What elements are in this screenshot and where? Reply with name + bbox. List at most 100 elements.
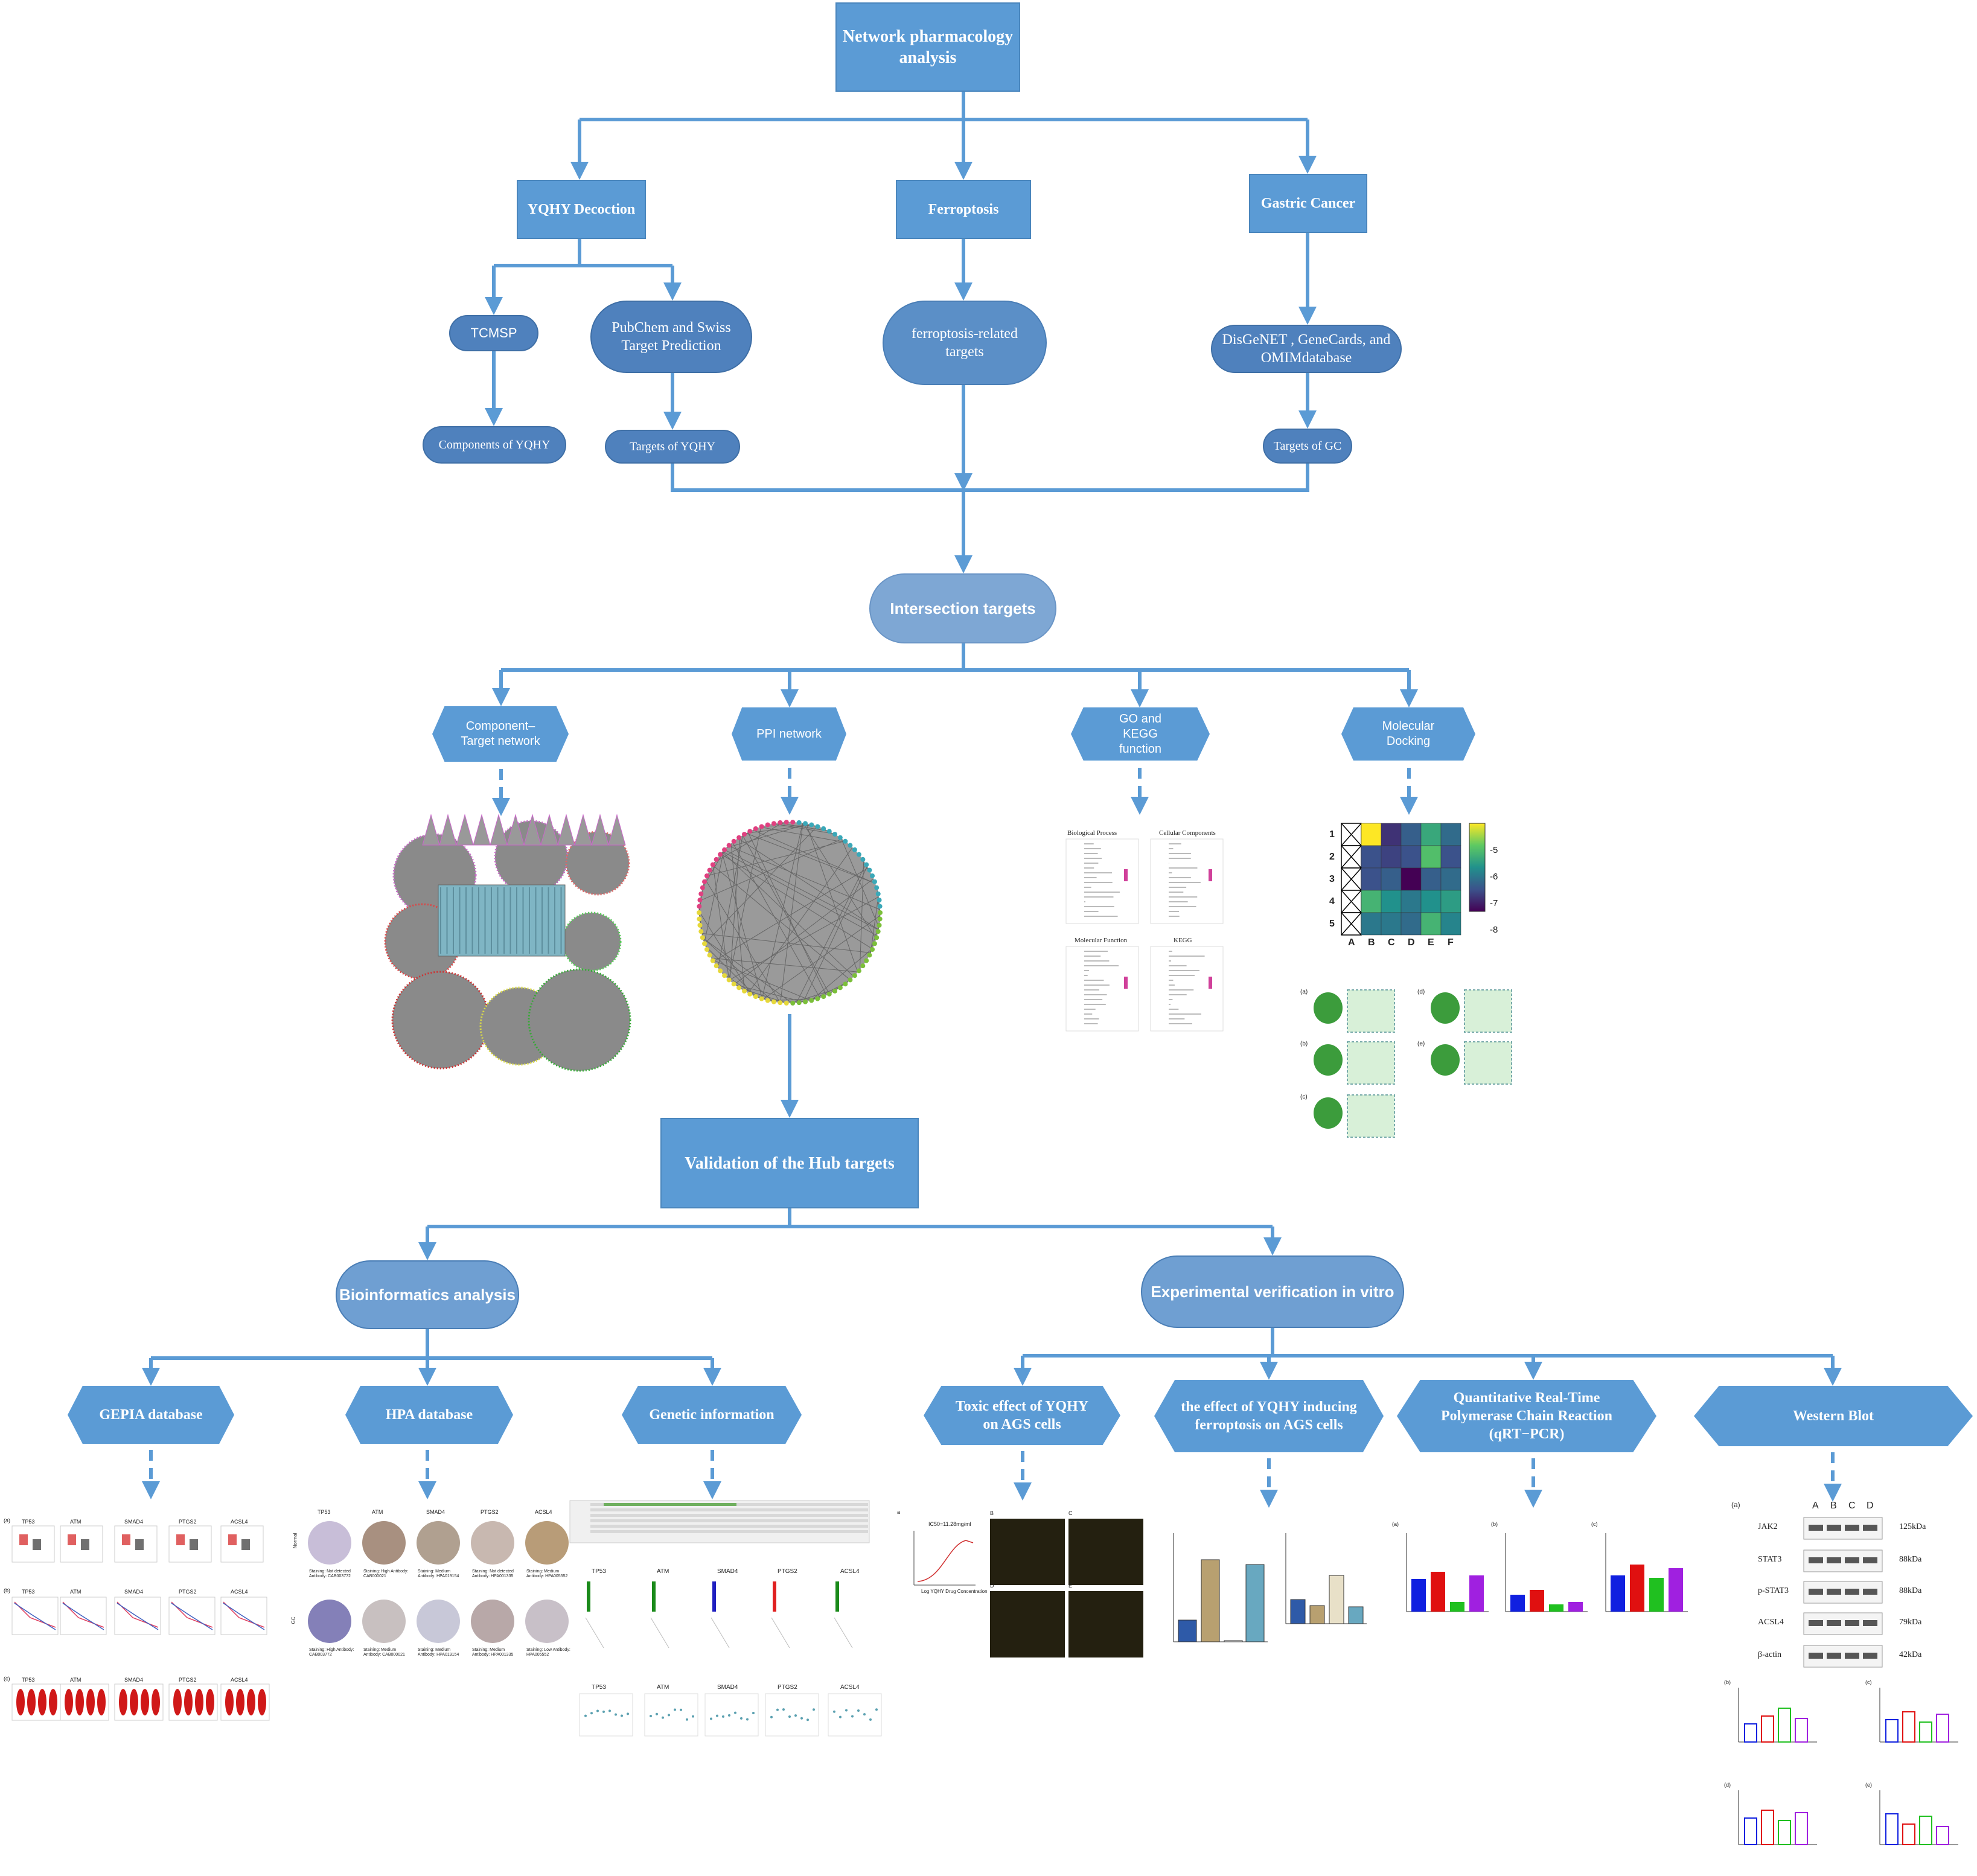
- ppi-node: [832, 832, 837, 837]
- genetic-dot-panel: [580, 1694, 633, 1736]
- wb-band: [1845, 1653, 1859, 1659]
- heatmap-cell: [1381, 913, 1401, 935]
- wb-band: [1845, 1525, 1859, 1531]
- effect-bar: [1291, 1600, 1305, 1624]
- docking-label: (a): [1300, 989, 1308, 995]
- ppi-node: [718, 968, 723, 973]
- ppi-node: [790, 820, 795, 825]
- wb-lane-label: D: [1867, 1501, 1874, 1511]
- gepia-box: [241, 1539, 250, 1550]
- toxic-effect-node: Toxic effect of YQHY on AGS cells: [924, 1386, 1120, 1445]
- gepia-violin: [38, 1689, 46, 1715]
- docking-heatmap: [1341, 823, 1485, 935]
- yqhy-decoction-box: YQHY Decoction: [517, 180, 646, 239]
- tcmsp-node: TCMSP: [449, 315, 538, 351]
- ppi-node: [707, 952, 712, 957]
- ppi-node: [727, 843, 732, 848]
- gepia-gene-label: PTGS2: [179, 1677, 197, 1683]
- wb-band: [1827, 1653, 1841, 1659]
- network-spike: [456, 815, 473, 845]
- fluorescence-panel: [990, 1519, 1065, 1585]
- ppi-node: [732, 981, 736, 986]
- ppi-node: [747, 829, 752, 834]
- wb-band: [1863, 1653, 1877, 1659]
- gepia-violin: [152, 1689, 160, 1715]
- heatmap-row-label: 2: [1329, 852, 1335, 863]
- gepia-gene-label: ACSL4: [231, 1589, 248, 1595]
- gepia-box: [122, 1534, 130, 1545]
- hpa-caption: Staining: High Antibody: CAB003772: [309, 1648, 357, 1657]
- pubchem-swiss-node: PubChem and Swiss Target Prediction: [590, 301, 752, 373]
- gepia-row-label: (b): [4, 1587, 10, 1594]
- ppi-node: [877, 923, 882, 928]
- genetic-dot: [602, 1711, 605, 1713]
- genetic-dot: [800, 1717, 803, 1720]
- genetic-dot: [674, 1708, 676, 1711]
- ppi-node: [698, 892, 703, 896]
- western-blot-figure: [1739, 1517, 1958, 1845]
- genetic-bar: [652, 1581, 656, 1612]
- heatmap-cell: [1361, 890, 1381, 913]
- hpa-tissue: [471, 1600, 514, 1643]
- genetic-dot-panel: [828, 1694, 881, 1736]
- ppi-node: [848, 843, 852, 848]
- wb-band-label: STAT3: [1758, 1555, 1781, 1565]
- ic50-panel-letter: a: [897, 1509, 900, 1515]
- ppi-node: [864, 958, 869, 963]
- genetic-dot: [650, 1715, 652, 1717]
- hpa-caption: Staining: High Antibody: CAB000021: [363, 1569, 412, 1578]
- ppi-node: [843, 981, 848, 986]
- ic50-curve: [918, 1540, 973, 1581]
- genetic-dot: [770, 1716, 773, 1718]
- genetic-dot: [596, 1710, 599, 1712]
- ppi-node: [872, 941, 877, 946]
- hpa-tissue: [471, 1521, 514, 1565]
- hpa-tissue: [362, 1521, 406, 1565]
- genetic-gene-label: SMAD4: [717, 1684, 738, 1691]
- genetic-track: [590, 1519, 868, 1522]
- ppi-node: [732, 839, 736, 844]
- genetic-dot: [716, 1715, 718, 1717]
- heatmap-cell: [1421, 868, 1441, 890]
- heatmap-cell: [1421, 846, 1441, 868]
- wb-size-label: 79kDa: [1899, 1618, 1921, 1627]
- fluorescence-panel: [1068, 1519, 1143, 1585]
- genetic-bar: [712, 1581, 716, 1612]
- wb-band: [1827, 1620, 1841, 1626]
- gepia-gene-label: SMAD4: [124, 1519, 143, 1525]
- gepia-violin: [184, 1689, 193, 1715]
- wb-chart-label: (c): [1865, 1679, 1872, 1685]
- ppi-node: [771, 1000, 776, 1004]
- hpa-node: HPA database: [345, 1386, 513, 1444]
- hpa-caption: Staining: Medium Antibody: CAB000021: [363, 1648, 412, 1657]
- gepia-gene-label: PTGS2: [179, 1519, 197, 1525]
- genetic-dot: [680, 1709, 682, 1711]
- wb-lane-label: A: [1812, 1501, 1819, 1511]
- qpcr-bar: [1630, 1565, 1644, 1612]
- ppi-node: [747, 992, 752, 997]
- ppi-node: [778, 820, 782, 825]
- genetic-track: [590, 1530, 868, 1533]
- component-target-network-node: Component– Target network: [432, 706, 569, 762]
- heatmap-row-label: 3: [1329, 874, 1335, 885]
- gepia-row-label: (a): [4, 1517, 10, 1523]
- wb-chart-bar: [1778, 1708, 1790, 1742]
- genetic-dot: [839, 1716, 842, 1718]
- fluorescence-label: C: [1068, 1510, 1073, 1516]
- genetic-gene-label: SMAD4: [717, 1568, 738, 1575]
- wb-band: [1863, 1589, 1877, 1595]
- docking-label: (d): [1417, 989, 1425, 995]
- ppi-node: [790, 1001, 795, 1006]
- hpa-tissue: [308, 1600, 351, 1643]
- genetic-dot: [662, 1717, 664, 1719]
- hpa-row-label: GC: [291, 1617, 296, 1624]
- heatmap-cell: [1381, 823, 1401, 846]
- qpcr-bar: [1510, 1595, 1525, 1612]
- ppi-node: [707, 868, 712, 873]
- hpa-caption: Staining: Low Antibody: HPA005552: [526, 1648, 575, 1657]
- ppi-node: [867, 868, 872, 873]
- qpcr-bar: [1669, 1568, 1683, 1612]
- wb-chart-bar: [1745, 1818, 1757, 1845]
- effect-bar: [1201, 1560, 1219, 1642]
- binding-zoom: [1347, 990, 1394, 1032]
